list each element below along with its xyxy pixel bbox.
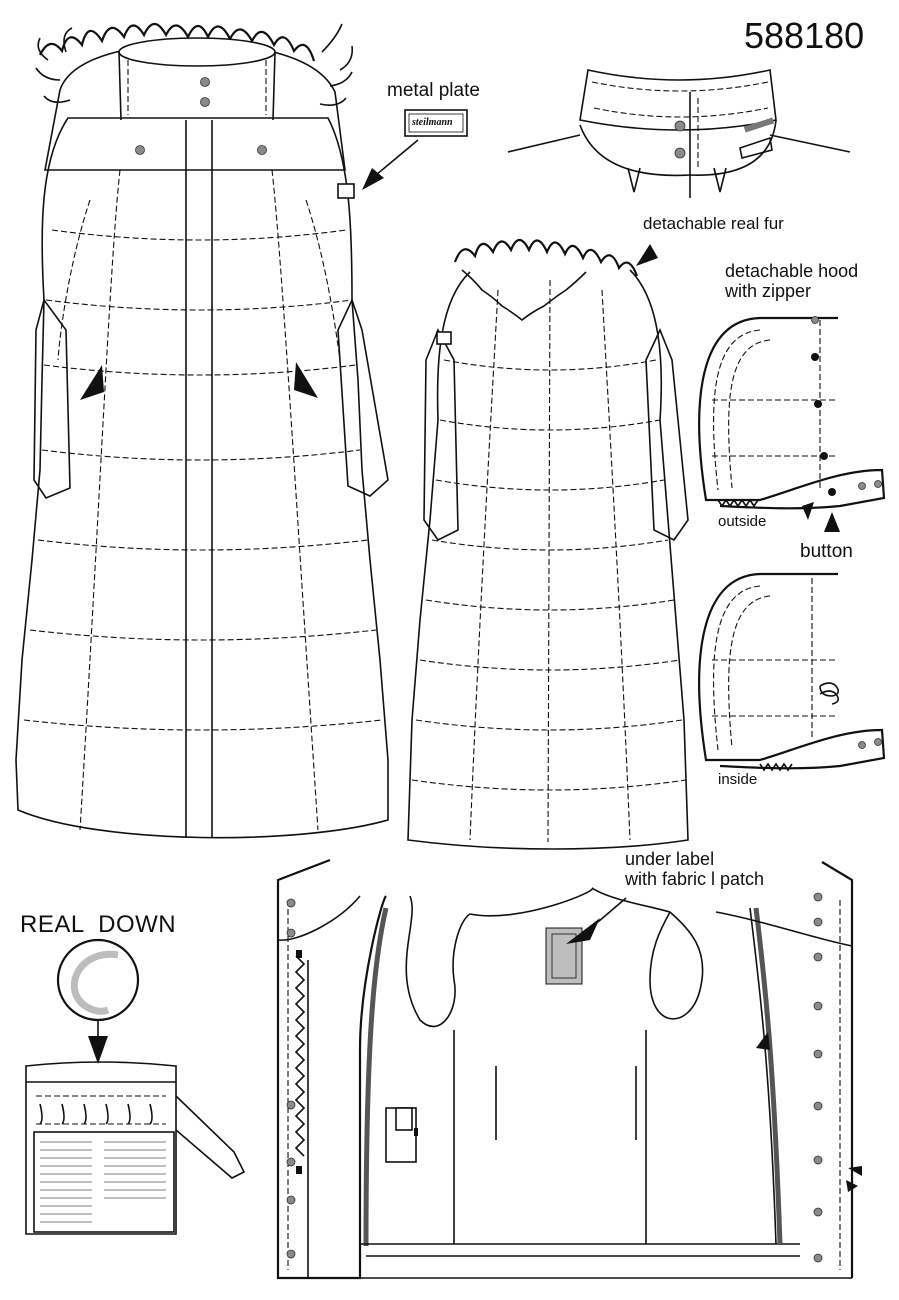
under-label-callout: under label with fabric l patch [625, 849, 765, 890]
metal-plate-callout [362, 109, 468, 190]
long-coat-front-view [15, 22, 389, 839]
collar-closeup [507, 69, 851, 198]
inside-label: inside [718, 771, 758, 788]
button-label: button [800, 541, 853, 562]
real-down-badge [56, 938, 140, 1064]
fur-trim-long-coat [35, 22, 354, 106]
detachable-hood-label: detachable hood with zipper [725, 261, 859, 302]
metal-plate-brand: steilmann [412, 117, 453, 128]
real-down-label: REAL DOWN [20, 911, 177, 938]
care-label-diagram [25, 1061, 246, 1235]
detachable-hood-line2: with zipper [725, 280, 812, 301]
hood-inside-diagram [698, 572, 886, 772]
detachable-hood-line1: detachable hood [725, 261, 859, 281]
short-coat-back-view [407, 238, 689, 850]
under-label-line2: with fabric l patch [625, 868, 765, 889]
metal-plate-label: metal plate [387, 80, 480, 101]
article-number: 588180 [744, 15, 865, 56]
outside-label: outside [718, 513, 767, 530]
detachable-fur-label: detachable real fur [643, 214, 784, 233]
hood-outside-diagram [698, 316, 886, 532]
lining-inside-view [276, 858, 862, 1280]
under-label-line1: under label [625, 849, 715, 869]
